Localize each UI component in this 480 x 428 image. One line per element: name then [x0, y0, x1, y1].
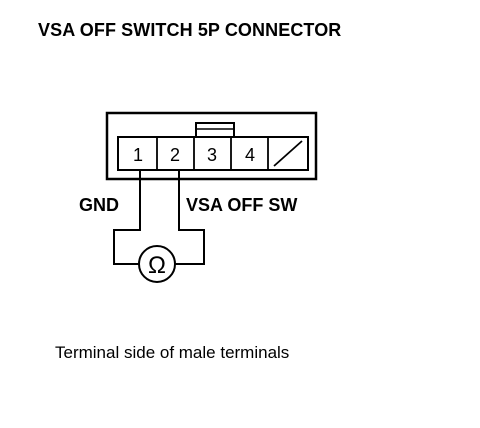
ohm-symbol: Ω [148, 252, 166, 279]
vsa-off-sw-probe-wire [175, 170, 205, 265]
terminal-number-4: 4 [245, 145, 255, 165]
terminal-number-2: 2 [170, 145, 180, 165]
terminal-number-3: 3 [207, 145, 217, 165]
gnd-label: GND [79, 195, 119, 215]
vsa-off-sw-label: VSA OFF SW [186, 195, 297, 215]
diagram-title: VSA OFF SWITCH 5P CONNECTOR [38, 20, 342, 40]
connector-caption: Terminal side of male terminals [55, 343, 290, 362]
connector-housing [105, 111, 318, 181]
blank-terminal-mark [273, 140, 303, 167]
ohmmeter-icon [138, 245, 176, 283]
locking-tab [195, 122, 235, 138]
gnd-probe-wire [113, 170, 141, 265]
terminal-number-1: 1 [133, 145, 143, 165]
